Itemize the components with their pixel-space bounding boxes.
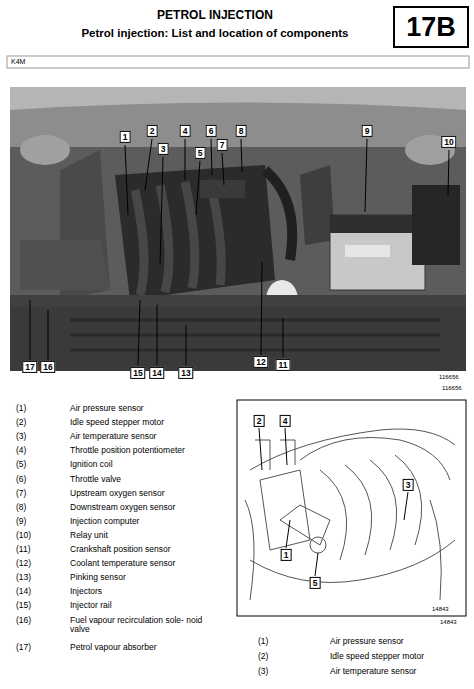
part-name: Pinking sensor [70,573,220,583]
part-name: Crankshaft position sensor [70,545,220,555]
list-number: (2) [258,652,268,662]
part-name: Injection computer [70,517,220,527]
part-name: Injector rail [70,601,220,611]
callout-number: 13 [178,367,193,379]
callout-number: 5 [310,577,321,589]
callout-number: 6 [206,125,217,137]
callout-number: 14 [149,367,164,379]
figure-number: 116656 [442,385,462,392]
list-number: (5) [16,460,26,470]
list-number: (10) [16,531,31,541]
page-subtitle: Petrol injection: List and location of c… [40,27,390,40]
part-name: Downstream oxygen sensor [70,503,220,513]
part-name: Air pressure sensor [70,404,220,414]
list-number: (4) [16,446,26,456]
list-number: (7) [16,489,26,499]
callout-number: 2 [147,125,158,137]
list-number: (2) [16,418,26,428]
part-name: Air temperature sensor [70,432,220,442]
callout-number: 2 [254,415,265,427]
callout-number: 9 [362,125,373,137]
part-name: Idle speed stepper motor [330,652,466,662]
list-number: (9) [16,517,26,527]
callout-number: 16 [40,361,55,373]
callout-number: 10 [441,136,456,148]
callout-number: 3 [403,479,414,491]
list-number: (15) [16,601,31,611]
callout-number: 7 [217,139,228,151]
part-name: Ignition coil [70,460,220,470]
list-number: (16) [16,616,31,626]
part-name: Throttle valve [70,475,220,485]
list-number: (1) [16,404,26,414]
list-number: (3) [258,667,268,677]
figure-number: 116656 [439,374,459,381]
list-number: (13) [16,573,31,583]
list-number: (17) [16,643,31,653]
part-name: Throttle position potentiometer [70,446,220,456]
part-name: Air temperature sensor [330,667,466,677]
figure-number: 14843 [432,606,449,613]
list-number: (8) [16,503,26,513]
list-number: (11) [16,545,31,555]
part-name: Idle speed stepper motor [70,418,220,428]
part-name: Petrol vapour absorber [70,643,220,653]
callout-number: 8 [236,125,247,137]
list-number: (3) [16,432,26,442]
part-name: Upstream oxygen sensor [70,489,220,499]
section-code: 17B [406,12,456,43]
part-name: Fuel vapour recirculation sole- noid val… [70,616,220,636]
part-name: Relay unit [70,531,220,541]
list-number: (12) [16,559,31,569]
engine-code: K4M [11,58,25,66]
list-number: (1) [258,637,268,647]
list-number: (6) [16,475,26,485]
callout-number: 5 [195,147,206,159]
callout-number: 12 [253,356,268,368]
part-name: Injectors [70,587,220,597]
section-code-box: 17B [393,6,469,48]
callout-number: 17 [22,361,37,373]
callout-number: 1 [281,549,292,561]
callout-number: 11 [276,359,291,371]
list-number: (14) [16,587,31,597]
callout-number: 4 [280,415,291,427]
callout-number: 4 [180,125,191,137]
part-name: Air pressure sensor [330,637,466,647]
callout-number: 15 [130,367,145,379]
callout-number: 3 [158,143,169,155]
page-title: PETROL INJECTION [40,9,390,23]
figure-number: 14843 [440,619,457,626]
part-name: Coolant temperature sensor [70,559,220,569]
callout-number: 1 [120,131,131,143]
